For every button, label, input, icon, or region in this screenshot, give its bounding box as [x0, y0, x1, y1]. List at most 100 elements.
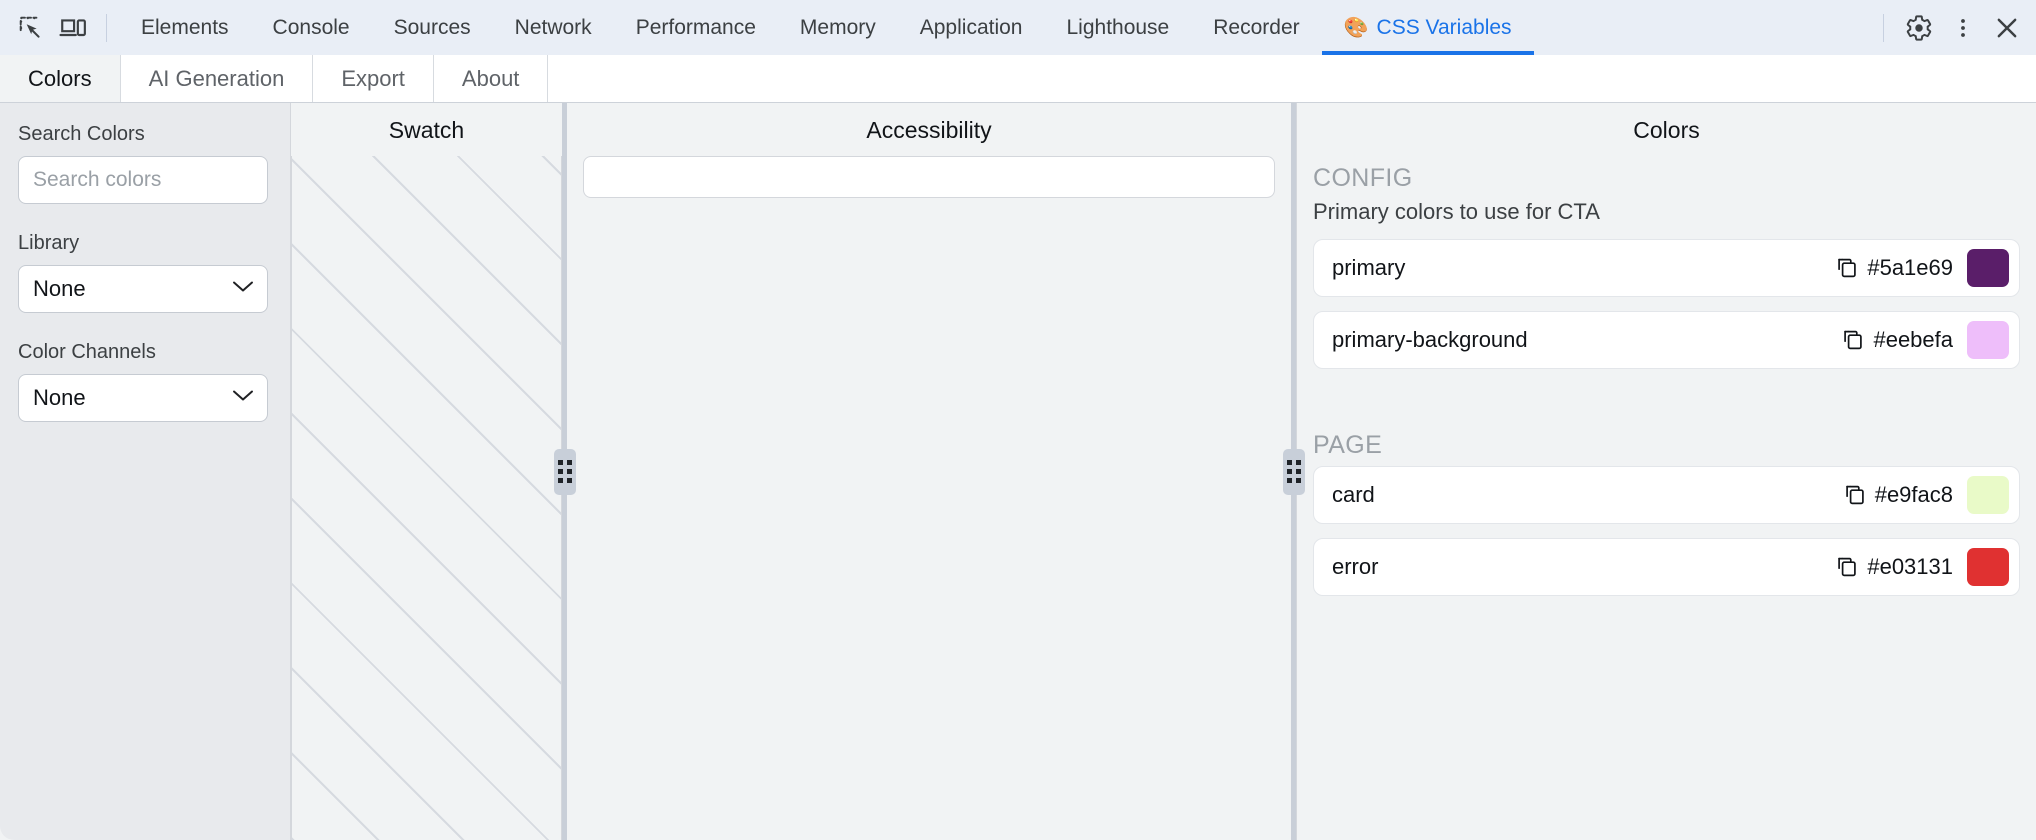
tab-elements[interactable]: Elements — [119, 0, 251, 55]
accessibility-panel: Accessibility — [567, 103, 1291, 840]
extension-subtabs: Colors AI Generation Export About — [0, 55, 2036, 103]
subtab-ai-generation-label: AI Generation — [148, 65, 285, 91]
color-channels-label: Color Channels — [18, 341, 156, 363]
swatch-panel: Swatch — [290, 103, 562, 840]
subtab-export-label: Export — [341, 65, 405, 91]
subtab-about-label: About — [461, 65, 520, 91]
tab-sources-label: Sources — [393, 15, 471, 39]
color-row[interactable]: error #e03131 — [1313, 538, 2020, 596]
color-hex-value: #5a1e69 — [1867, 255, 1953, 280]
settings-gear-icon[interactable] — [1898, 7, 1940, 49]
tab-console[interactable]: Console — [251, 0, 372, 55]
devtools-toolbar-actions — [1871, 7, 2028, 49]
subtab-export[interactable]: Export — [313, 55, 434, 102]
subtab-about[interactable]: About — [433, 55, 549, 102]
close-x-glyph — [1997, 18, 2017, 37]
grip-dots-icon — [1286, 460, 1301, 483]
tab-elements-label: Elements — [141, 15, 229, 39]
three-dots-glyph — [1961, 18, 1965, 37]
tab-sources[interactable]: Sources — [372, 0, 493, 55]
tab-performance-label: Performance — [635, 15, 756, 39]
swatch-accessibility-resizer[interactable] — [553, 103, 576, 840]
subtab-colors[interactable]: Colors — [0, 55, 121, 102]
color-row[interactable]: card #e9fac8 — [1313, 466, 2020, 524]
tab-css-variables[interactable]: 🎨 CSS Variables — [1321, 0, 1534, 55]
tab-network[interactable]: Network — [493, 0, 614, 55]
copy-icon[interactable] — [1833, 254, 1861, 282]
main-content: Search Colors Library None Color Channel… — [0, 103, 2036, 840]
color-swatch-chip[interactable] — [1967, 548, 2009, 586]
device-toolbar-icon[interactable] — [52, 7, 94, 49]
search-input[interactable] — [18, 156, 268, 204]
tab-css-variables-label: CSS Variables — [1376, 15, 1512, 39]
resizer-grip[interactable] — [1282, 448, 1305, 495]
grip-dots-icon — [557, 460, 572, 483]
copy-icon[interactable] — [1841, 481, 1869, 509]
tab-lighthouse[interactable]: Lighthouse — [1044, 0, 1191, 55]
tab-lighthouse-label: Lighthouse — [1066, 15, 1170, 39]
color-hex-value: #e03131 — [1867, 554, 1953, 579]
tab-network-label: Network — [514, 15, 592, 39]
color-hex-value: #e9fac8 — [1874, 482, 1953, 507]
search-colors-label: Search Colors — [18, 123, 145, 145]
copy-icon[interactable] — [1833, 553, 1861, 581]
subtab-filler — [548, 55, 2036, 102]
library-label: Library — [18, 232, 80, 254]
subtab-ai-generation[interactable]: AI Generation — [120, 55, 314, 102]
device-toolbar-glyph — [59, 18, 86, 36]
library-select-wrap: None — [18, 265, 268, 313]
color-group-page: PAGE card #e9fac8 erro — [1313, 431, 2020, 596]
color-channels-field: Color Channels None — [18, 341, 268, 422]
library-field: Library None — [18, 232, 268, 313]
filters-sidebar: Search Colors Library None Color Channel… — [0, 103, 290, 840]
gear-glyph — [1906, 14, 1932, 41]
color-row[interactable]: primary-background #eebefa — [1313, 311, 2020, 369]
color-hex-value: #eebefa — [1873, 327, 1953, 352]
color-variable-name: error — [1332, 554, 1379, 579]
copy-glyph — [1838, 557, 1857, 577]
colors-panel-body: CONFIG Primary colors to use for CTA pri… — [1297, 156, 2036, 626]
toolbar-divider — [106, 13, 107, 42]
color-swatch-chip[interactable] — [1967, 249, 2009, 287]
copy-icon[interactable] — [1839, 326, 1867, 354]
group-name: PAGE — [1313, 431, 1383, 459]
close-icon[interactable] — [1986, 7, 2028, 49]
tab-memory-label: Memory — [799, 15, 876, 39]
color-channels-select[interactable]: None — [18, 374, 268, 422]
color-group-config: CONFIG Primary colors to use for CTA pri… — [1313, 164, 2020, 369]
copy-glyph — [1845, 485, 1864, 505]
copy-glyph — [1838, 258, 1857, 278]
swatch-empty-area — [291, 156, 562, 840]
color-variable-name: primary — [1332, 255, 1406, 280]
tab-application-label: Application — [919, 15, 1023, 39]
colors-panel: Colors CONFIG Primary colors to use for … — [1296, 103, 2036, 840]
color-swatch-chip[interactable] — [1967, 476, 2009, 514]
library-select-value: None — [33, 276, 86, 301]
tab-recorder[interactable]: Recorder — [1191, 0, 1321, 55]
tab-memory[interactable]: Memory — [778, 0, 898, 55]
color-swatch-chip[interactable] — [1967, 321, 2009, 359]
color-channels-select-value: None — [33, 385, 86, 410]
devtools-panel-tabs: Elements Console Sources Network Perform… — [119, 0, 1534, 55]
devtools-toolbar: Elements Console Sources Network Perform… — [0, 0, 2036, 55]
inspect-element-glyph — [19, 16, 40, 38]
accessibility-input[interactable] — [583, 156, 1275, 198]
tab-performance[interactable]: Performance — [614, 0, 778, 55]
tab-application[interactable]: Application — [898, 0, 1045, 55]
more-options-icon[interactable] — [1942, 7, 1984, 49]
resizer-grip[interactable] — [553, 448, 576, 495]
inspect-element-icon[interactable] — [10, 7, 52, 49]
color-row[interactable]: primary #5a1e69 — [1313, 239, 2020, 297]
tab-console-label: Console — [272, 15, 350, 39]
group-name: CONFIG — [1313, 164, 1413, 192]
copy-glyph — [1844, 330, 1863, 350]
subtab-colors-label: Colors — [28, 65, 92, 91]
toolbar-actions-divider — [1883, 13, 1884, 42]
accessibility-colors-resizer[interactable] — [1282, 103, 1305, 840]
group-description: Primary colors to use for CTA — [1313, 199, 1600, 224]
color-channels-select-wrap: None — [18, 374, 268, 422]
tab-recorder-label: Recorder — [1213, 15, 1300, 39]
library-select[interactable]: None — [18, 265, 268, 313]
accessibility-panel-title: Accessibility — [866, 117, 992, 143]
color-variable-name: primary-background — [1332, 327, 1528, 352]
